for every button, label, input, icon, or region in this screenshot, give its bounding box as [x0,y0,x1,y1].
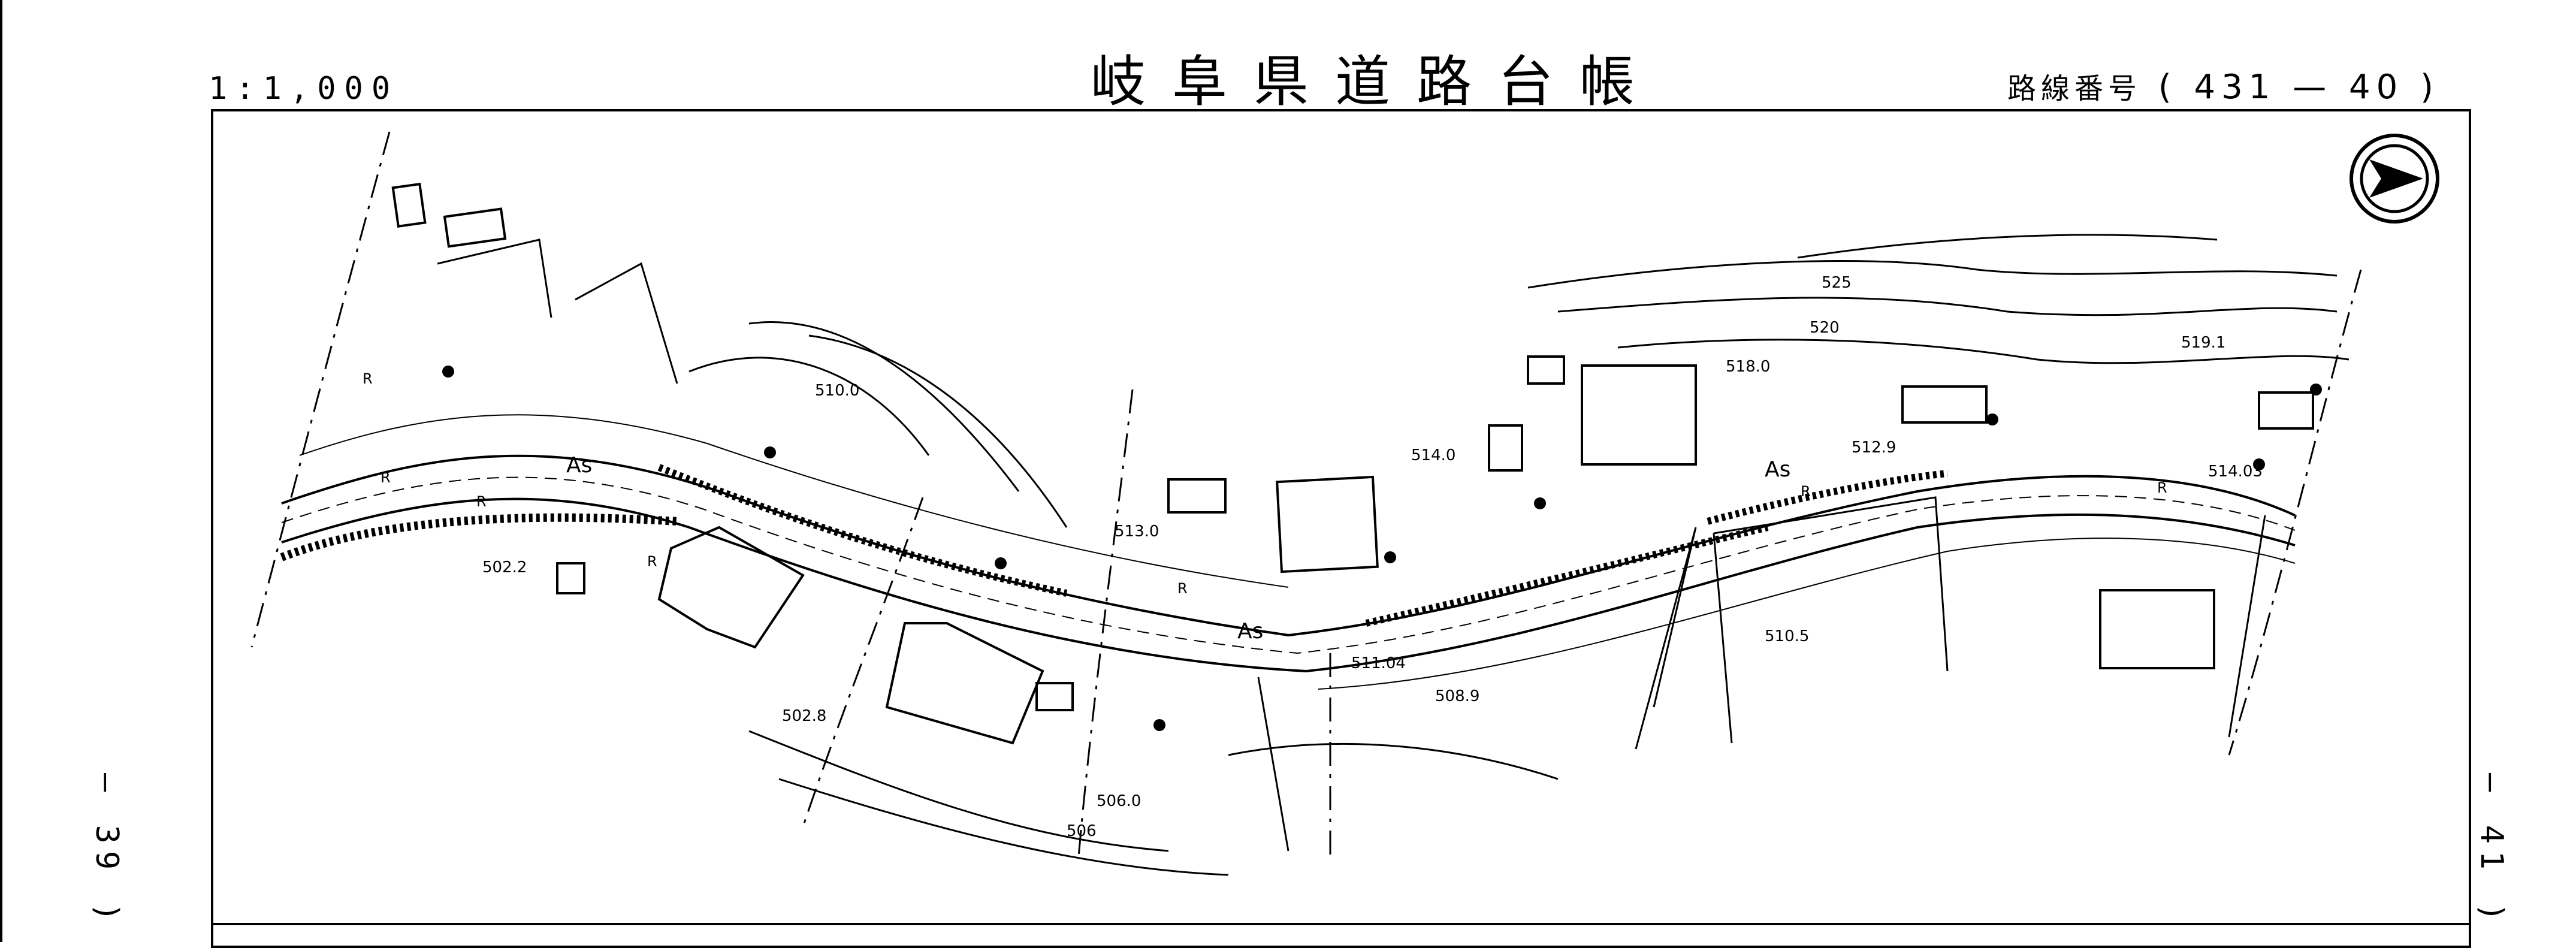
road-centerline [281,476,2296,654]
utility-pole-marker [1534,497,1546,509]
guardrail-label: R [1801,483,1811,500]
route-close-paren: ) [2420,68,2439,107]
building [1527,355,1565,385]
elevation-label: 525 [1822,274,1852,292]
guardrail-label: R [380,469,391,486]
road-edge-north [281,454,2296,637]
building [1276,475,1379,573]
elevation-label: 520 [1810,319,1840,337]
building [885,622,1044,745]
route-dash: — [2293,68,2333,107]
elevation-label: 502.8 [782,707,826,725]
north-arrow-icon [2349,134,2439,224]
elevation-label: 513.0 [1115,523,1159,541]
elevation-label: 510.5 [1765,627,1809,645]
elevation-label: 514.0 [1411,446,1455,464]
map-title: 岐阜県道路台帳 [1091,50,1662,114]
pavement-label: As [1237,619,1263,644]
elevation-label: 519.1 [2181,334,2225,352]
route-number-label: 路線番号 [2007,72,2142,105]
map-bottom-rule [211,923,2471,925]
utility-pole-marker [764,446,776,458]
map-scale: 1:1,000 [209,71,399,107]
elevation-label: 514.03 [2208,463,2263,481]
building [1488,424,1523,472]
building [2099,589,2215,669]
building [657,526,805,649]
route-number-block: 路線番号 ( 431 — 40 ) [2007,65,2439,107]
building [1167,478,1227,514]
elevation-label: 518.0 [1726,358,1770,376]
route-open-paren: ( [2158,68,2178,107]
elevation-label: 506.0 [1097,792,1141,810]
elevation-label: 512.9 [1852,439,1896,457]
elevation-label: 508.9 [1435,687,1479,705]
guardrail-label: R [363,370,373,387]
utility-pole-marker [2310,384,2322,395]
building [2258,391,2314,430]
guardrail-label: R [476,493,487,510]
sheet-left-rule [0,0,2,942]
route-sheet-number: 40 [2349,68,2404,107]
utility-pole-marker [1153,719,1165,731]
utility-pole-marker [442,366,454,378]
building [1581,364,1697,466]
building [391,182,427,228]
pavement-label: As [1765,457,1790,482]
building [1901,385,1988,424]
elevation-label: 502.2 [482,558,527,576]
building [1035,682,1074,711]
building [556,562,585,594]
road-edge-south [281,497,2296,673]
utility-pole-marker [1986,413,1998,425]
guardrail-label: R [647,553,657,570]
elevation-label: 511.04 [1351,654,1406,672]
elevation-label: 506 [1067,822,1097,840]
utility-pole-marker [995,557,1007,569]
route-number: 431 [2194,68,2276,107]
pavement-label: As [566,453,592,478]
building [443,207,507,248]
guardrail-label: R [1177,580,1188,597]
guardrail-label: R [2157,479,2167,496]
utility-pole-marker [1384,551,1396,563]
utility-pole-marker [2253,458,2265,470]
elevation-label: 510.0 [815,382,859,400]
